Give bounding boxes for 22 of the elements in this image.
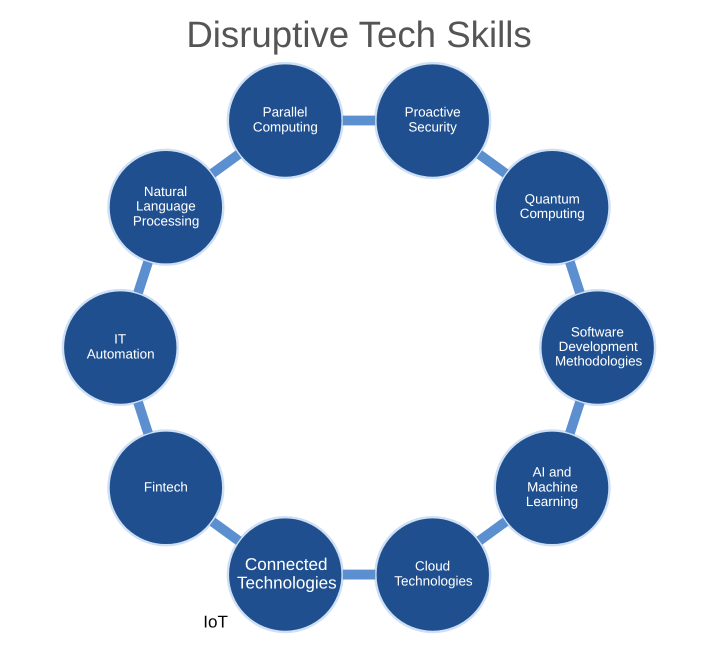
connector — [476, 150, 508, 178]
node-circle: Fintech — [106, 429, 224, 546]
node-circle: Quantum Computing — [493, 148, 610, 266]
node-circle: Natural Language Processing — [106, 148, 224, 266]
connector — [132, 260, 152, 294]
node-circle: Connected Technologies — [226, 516, 344, 634]
connector — [209, 518, 242, 545]
connector — [132, 400, 152, 435]
connector — [209, 150, 242, 178]
node-circle: Software Development Methodologies — [538, 288, 656, 406]
node-circle: Proactive Security — [374, 62, 491, 180]
node-circle: Parallel Computing — [226, 62, 344, 180]
connector — [476, 518, 508, 545]
node-circle: IT Automation — [61, 288, 178, 406]
connector — [564, 260, 584, 294]
diagram-title: Disruptive Tech Skills — [186, 14, 532, 56]
node-label: IoT — [202, 612, 228, 632]
node-circle: Cloud Technologies — [374, 516, 491, 634]
connector — [342, 116, 375, 126]
connector — [564, 400, 584, 435]
node-circle: AI and Machine Learning — [493, 429, 610, 546]
connector — [342, 570, 375, 580]
